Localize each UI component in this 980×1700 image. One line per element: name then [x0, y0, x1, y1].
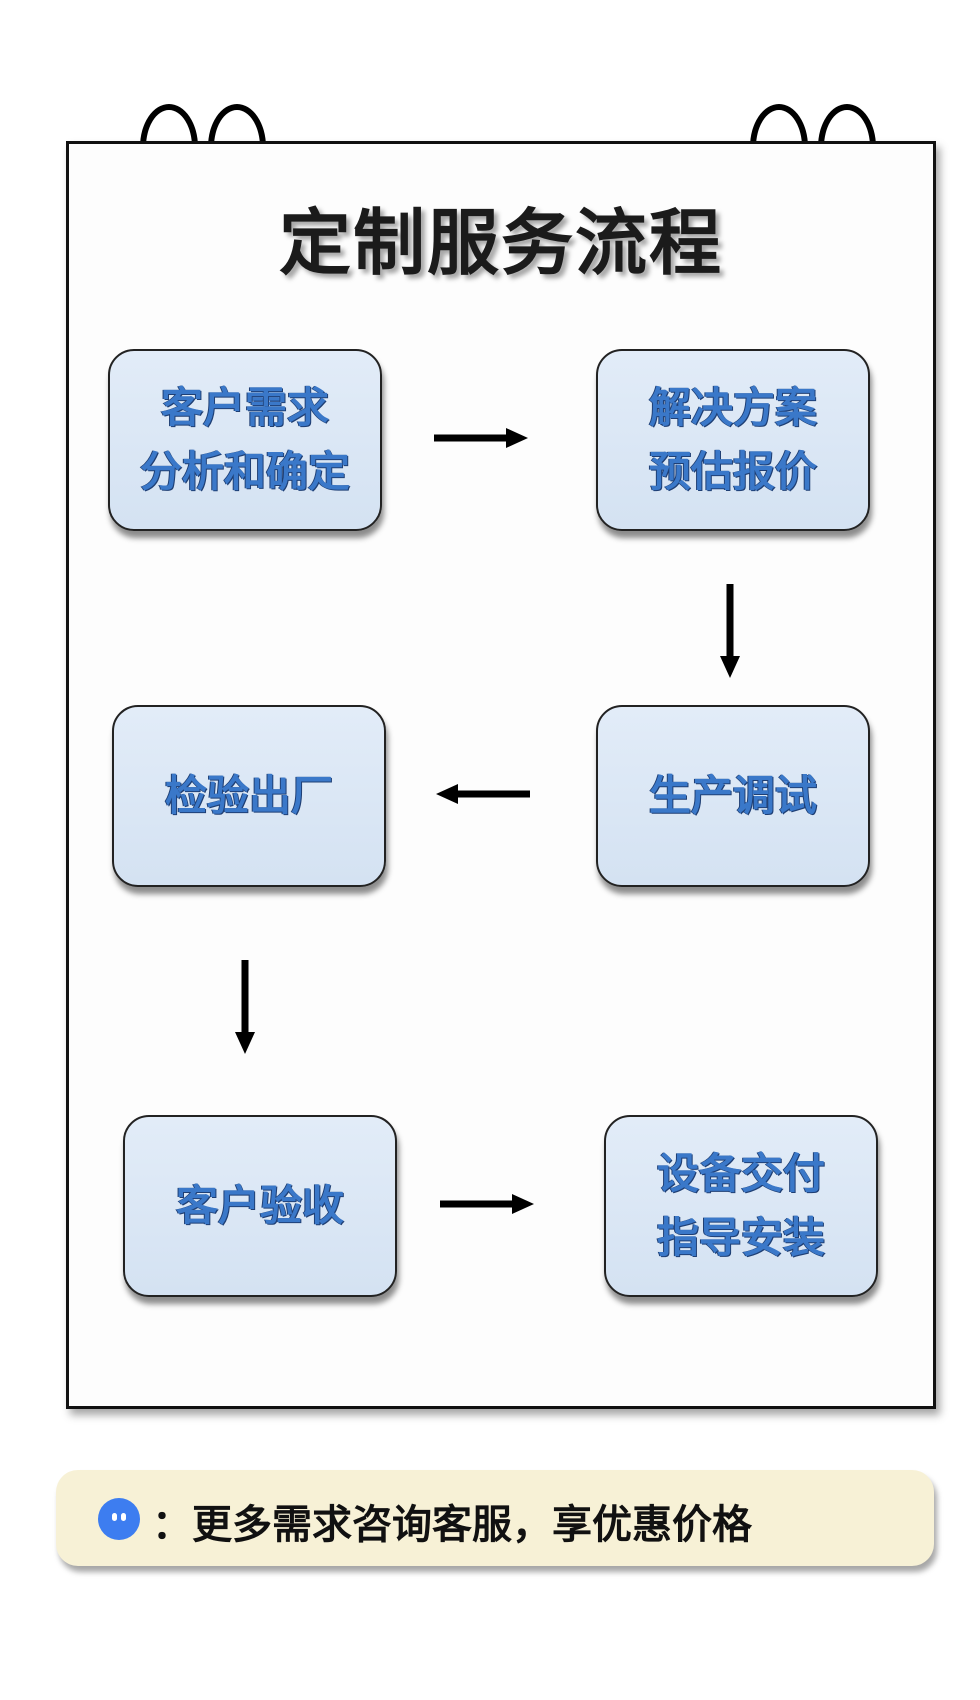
banner-text: ：更多需求咨询客服，享优惠价格 [152, 1502, 752, 1548]
process-board: 定制服务流程 客户需求 分析和确定 解决方案 预估报价 生产调试 检验出厂 客户… [66, 141, 936, 1409]
diagram-title: 定制服务流程 [278, 201, 723, 285]
step-label-line: 检验出厂 [164, 771, 333, 820]
arrow-right-icon [440, 1194, 534, 1214]
arrow-right-icon [434, 428, 528, 448]
arrow-down-icon [720, 584, 740, 678]
step-solution-quote: 解决方案 预估报价 [596, 349, 870, 531]
customer-service-banner[interactable]: ：更多需求咨询客服，享优惠价格 [56, 1470, 934, 1566]
step-label-line: 客户验收 [175, 1181, 344, 1230]
step-production: 生产调试 [596, 705, 870, 887]
step-label-line: 客户需求 [160, 383, 329, 432]
step-label-line: 设备交付 [656, 1149, 825, 1198]
step-inspection: 检验出厂 [112, 705, 386, 887]
step-delivery-install: 设备交付 指导安装 [604, 1115, 878, 1297]
step-label-line: 生产调试 [648, 771, 817, 820]
step-customer-needs: 客户需求 分析和确定 [108, 349, 382, 531]
step-label-line: 分析和确定 [139, 447, 350, 496]
customer-service-bot-icon [98, 1498, 140, 1540]
step-label-line: 指导安装 [656, 1213, 825, 1262]
arrow-down-icon [235, 960, 255, 1054]
arrow-left-icon [436, 784, 530, 804]
step-label-line: 预估报价 [648, 447, 817, 496]
step-acceptance: 客户验收 [123, 1115, 397, 1297]
step-label-line: 解决方案 [648, 383, 817, 432]
